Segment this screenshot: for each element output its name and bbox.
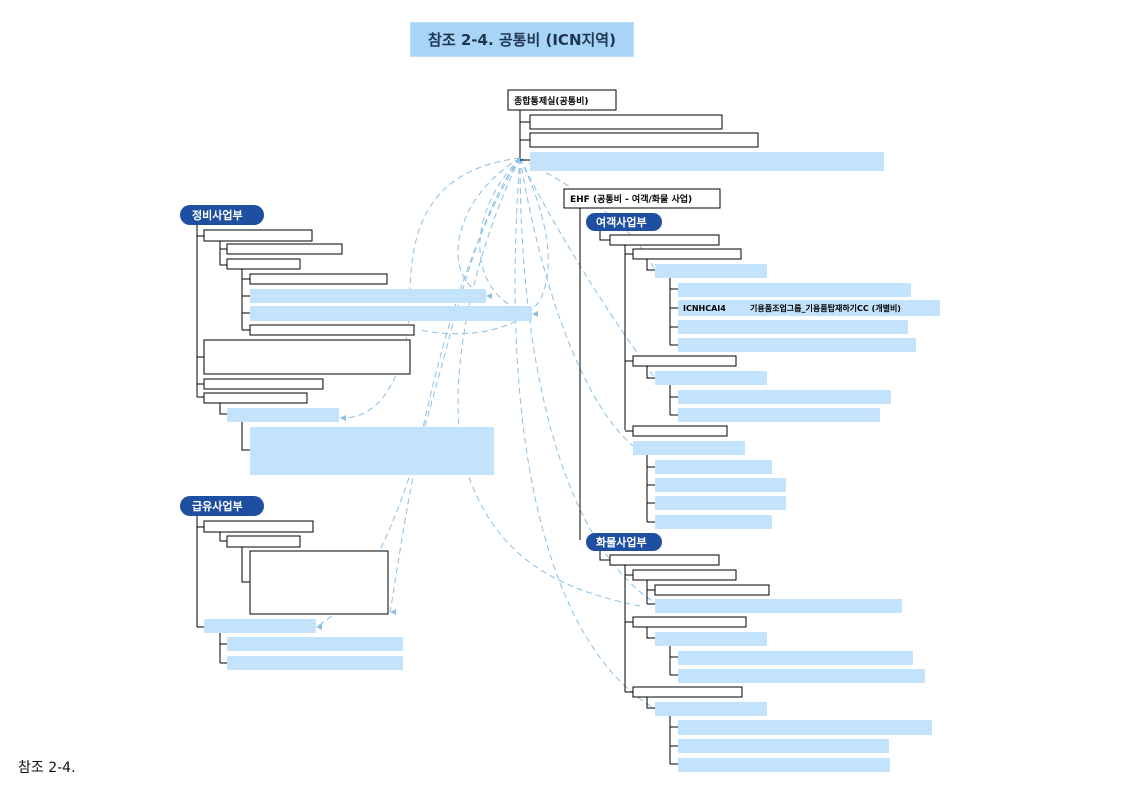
cargo-l2-c	[632, 686, 743, 698]
cargo-l2-a	[632, 569, 737, 581]
passenger-code: ICNHCAI4	[683, 304, 726, 313]
cargo-l3-c	[655, 632, 767, 646]
passenger-l2-b	[632, 355, 737, 367]
passenger-desc: 기용품조업그룹_기용품탑재하기CC (개별비)	[750, 303, 901, 313]
passenger-l4-h	[655, 478, 786, 492]
link-arrowheads	[316, 293, 538, 630]
passenger-tree: 여객사업부 ICNHCAI4 기용품조업그룹_기용품탑재하기CC (개별비)	[586, 213, 940, 529]
cargo-l4-b	[678, 669, 925, 683]
passenger-l2-a	[632, 248, 742, 260]
cargo-l3-a	[654, 584, 770, 596]
passenger-l3-b	[655, 371, 767, 385]
fuel-pill-label: 급유사업부	[192, 499, 243, 513]
fuel-tree: 급유사업부	[180, 496, 403, 670]
figure-caption: 참조 2-4.	[18, 760, 76, 776]
fuel-l3-a	[249, 550, 389, 615]
ehf-node-label: EHF (공통비 - 여객/화물 사업)	[570, 193, 692, 205]
cargo-l3-d	[655, 702, 767, 716]
root-node-group: 종합통제실(공통비)	[507, 89, 884, 171]
maint-l2-c	[227, 408, 339, 422]
maint-l1-d	[203, 392, 308, 404]
passenger-l4-b	[678, 300, 940, 316]
maint-l2-b	[226, 258, 301, 270]
cargo-pill-label: 화물사업부	[596, 535, 647, 549]
maintenance-tree: 정비사업부	[180, 205, 532, 475]
root-child-3	[530, 152, 884, 171]
passenger-l4-d	[678, 338, 916, 352]
cargo-l4-d	[678, 739, 889, 753]
fuel-l1-b	[204, 619, 316, 633]
cargo-l4-e	[678, 758, 890, 772]
passenger-l4-e	[678, 390, 891, 404]
maint-l2-a	[226, 243, 343, 255]
passenger-l4-j	[655, 515, 772, 529]
passenger-l4-c	[678, 320, 908, 334]
cargo-tree: 화물사업부	[586, 533, 932, 772]
passenger-l2-c	[632, 425, 728, 437]
fuel-l1-a	[203, 520, 314, 533]
root-child-1	[529, 114, 723, 130]
passenger-pill	[586, 213, 662, 231]
maint-l3-c	[250, 306, 532, 321]
diagram-title: 참조 2-4. 공통비 (ICN지역)	[410, 22, 634, 57]
passenger-l3-c	[633, 441, 745, 455]
cargo-pill	[586, 533, 662, 551]
root-node	[507, 89, 617, 111]
maint-l3-a	[249, 273, 388, 285]
passenger-l4-i	[655, 496, 786, 510]
cargo-l3-b	[655, 599, 902, 613]
passenger-pill-label: 여객사업부	[596, 215, 647, 229]
fuel-l2-c	[227, 656, 403, 670]
maintenance-pill-label: 정비사업부	[192, 208, 243, 222]
maint-l3-e	[250, 427, 494, 475]
maintenance-pill	[180, 205, 264, 225]
maint-l3-d	[249, 324, 415, 336]
cargo-l4-a	[678, 651, 913, 665]
root-node-label: 종합통제실(공통비)	[514, 95, 588, 107]
ehf-node	[563, 188, 721, 209]
fuel-pill	[180, 496, 264, 516]
root-child-2	[529, 132, 759, 148]
passenger-l4-f	[678, 408, 880, 422]
passenger-l4-a	[678, 283, 911, 297]
passenger-l3-a	[655, 264, 767, 278]
passenger-l4-g	[655, 460, 772, 474]
passenger-l1	[609, 234, 720, 246]
maint-l3-b	[250, 289, 486, 303]
fuel-l2-b	[227, 637, 403, 651]
cargo-l2-b	[632, 616, 747, 628]
fuel-l2-a	[226, 535, 301, 548]
cargo-l1	[609, 554, 720, 566]
maint-l1-c	[203, 378, 324, 390]
cargo-l4-c	[678, 720, 932, 735]
maint-l1-b	[203, 339, 411, 375]
maint-l1-a	[203, 229, 313, 242]
